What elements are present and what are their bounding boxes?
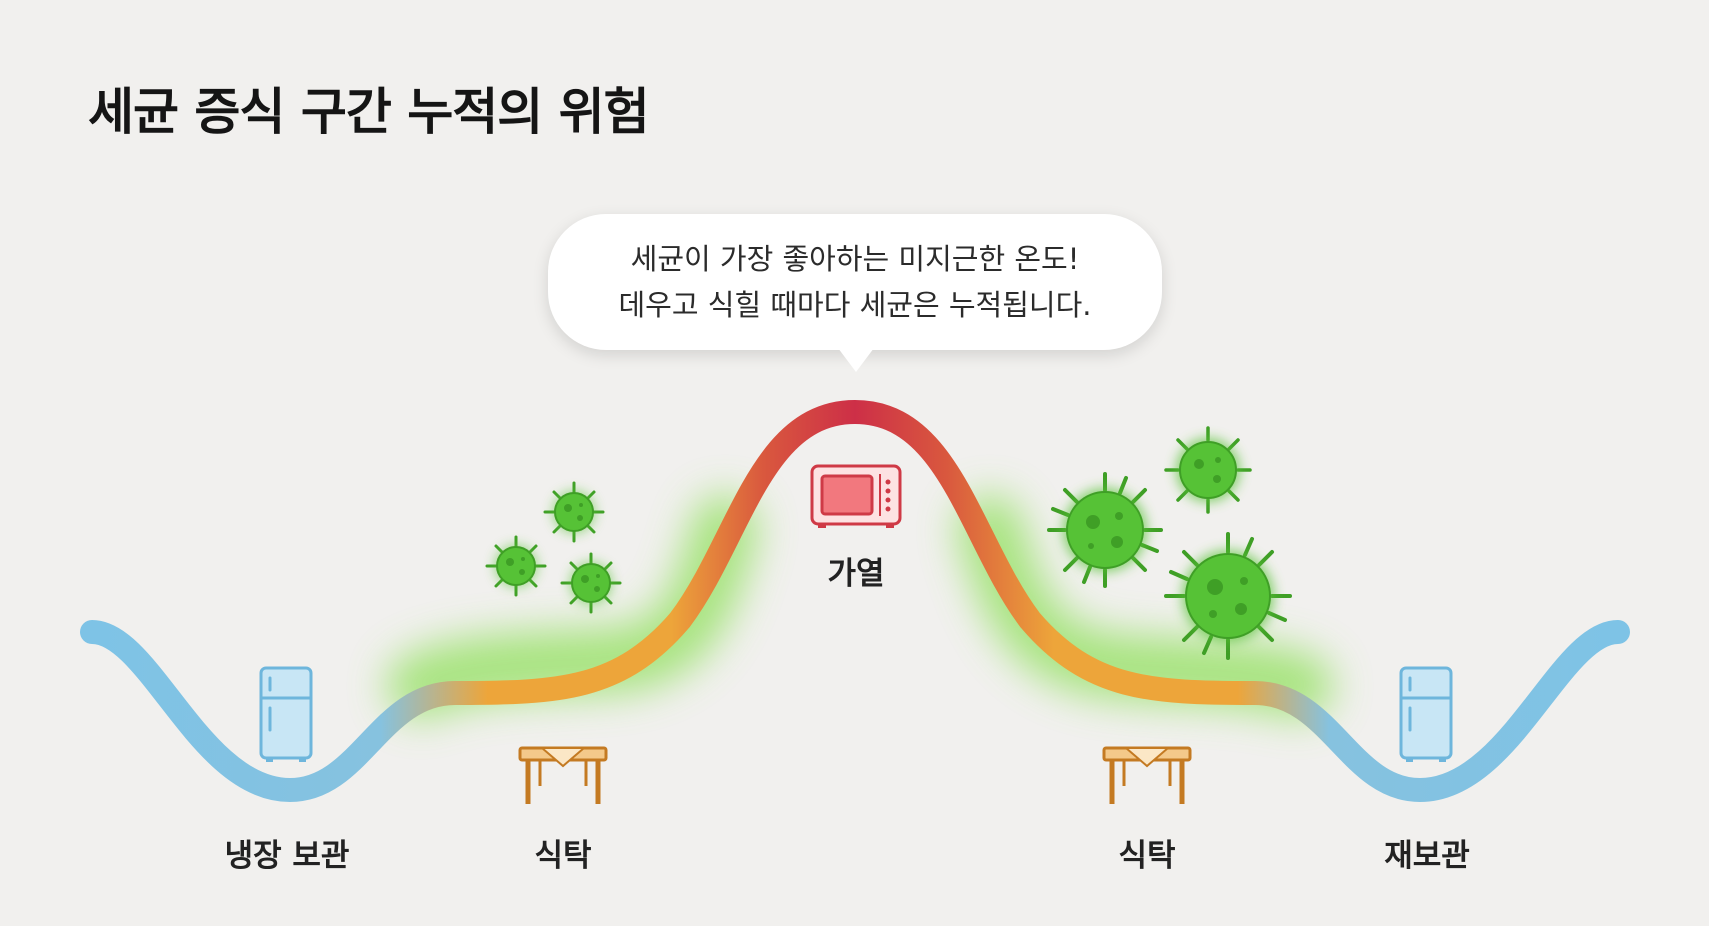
table-icon: [518, 746, 608, 804]
callout-line-1: 세균이 가장 좋아하는 미지근한 온도!: [630, 242, 1080, 276]
temperature-curve: [80, 399, 1630, 803]
bacteria-icon: [560, 552, 622, 614]
stage-label-table: 식탁: [534, 838, 592, 874]
page-title: 세균 증식 구간 누적의 위험: [88, 83, 650, 141]
table-icon: [1102, 746, 1192, 804]
stage-label-heating: 가열: [827, 556, 885, 592]
speech-bubble: 세균이 가장 좋아하는 미지근한 온도! 데우고 식힐 때마다 세균은 누적됩니…: [548, 214, 1162, 372]
bacteria-spikes: [543, 481, 605, 543]
microwave-icon: [810, 464, 902, 528]
bacteria-icon: [485, 535, 547, 597]
refrigerator-icon: [259, 666, 313, 762]
callout-line-2: 데우고 식힐 때마다 세균은 누적됩니다.: [618, 288, 1092, 322]
stage-label-restorage: 재보관: [1384, 838, 1470, 874]
bacteria-icon: [1164, 532, 1292, 660]
refrigerator-icon: [1399, 666, 1453, 762]
bacteria-icon: [543, 481, 605, 543]
bacteria-icon: [1164, 426, 1252, 514]
stage-label-table: 식탁: [1118, 838, 1176, 874]
bacteria-icon: [1047, 472, 1163, 588]
stage-label-cold-storage: 냉장 보관: [224, 838, 350, 874]
